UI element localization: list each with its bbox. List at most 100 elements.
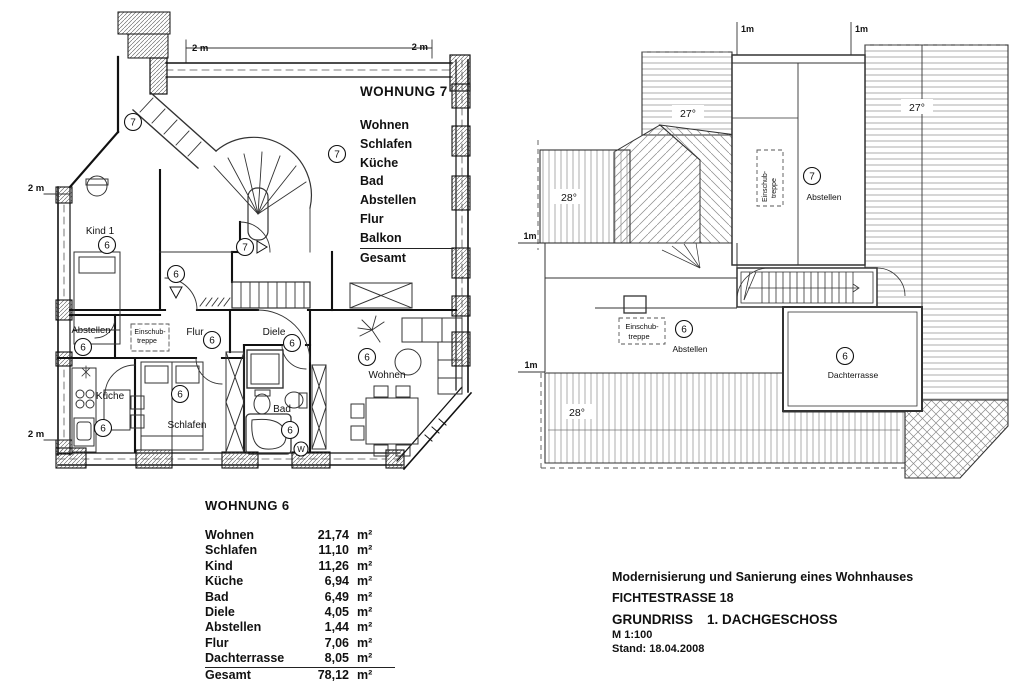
- roof-turret: [613, 124, 737, 244]
- svg-text:6: 6: [173, 270, 179, 281]
- room-label-diele: Diele: [263, 327, 286, 338]
- area-row: Wohnen 21,74 m²: [205, 528, 373, 542]
- unit-markers: 7 7 6 6 7 6 6 6: [73, 112, 855, 457]
- unit-marker-7-room: 7: [327, 144, 347, 164]
- threshold-ticks: [199, 297, 231, 307]
- dim-2m-top-left: 2 m: [192, 43, 208, 54]
- apartment6-area-table: WOHNUNG 6 Wohnen 21,74 m² Schlafen 11,10…: [205, 498, 395, 683]
- bed-schlafen: [140, 361, 204, 451]
- apartment7-legend: WOHNUNG 7 Wohnen Schlafen Küche Bad Abst…: [360, 84, 480, 267]
- dimension-marks-floor: [43, 39, 433, 441]
- apartment7-title: WOHNUNG 7: [360, 84, 448, 99]
- room-label-wohnen: Wohnen: [368, 370, 405, 381]
- roof-label-abstellen6: Abstellen: [673, 344, 708, 354]
- angle-28-left: 28°: [561, 192, 577, 204]
- area-row: Flur 7,06 m²: [205, 635, 373, 650]
- drawing-scale: M 1:100: [612, 629, 653, 641]
- area-row: Abstellen 1,44 m²: [205, 620, 373, 635]
- area-total-row: Gesamt 78,12 m²: [205, 667, 373, 682]
- dim-1m-left-upper: 1m: [523, 231, 536, 241]
- area-row: Schlafen 11,10 m²: [205, 543, 373, 558]
- svg-text:6: 6: [842, 352, 848, 363]
- living-furniture: [350, 315, 463, 457]
- svg-text:6: 6: [364, 353, 370, 364]
- room-label-kueche: Küche: [96, 391, 125, 402]
- svg-text:6: 6: [209, 336, 215, 347]
- closet-x-schlafen: [225, 351, 245, 453]
- apartment7-room: Schlafen: [360, 136, 413, 151]
- unit-marker-6-roof-abstellen: 6: [674, 319, 694, 339]
- unit-marker-6-flur: 6: [202, 330, 222, 350]
- unit-marker-6-diele: 6: [282, 333, 302, 353]
- apartment7-total: Gesamt: [360, 250, 406, 265]
- dimension-marks-roof: [518, 22, 852, 373]
- bath-fixtures: [245, 349, 308, 455]
- svg-text:6: 6: [287, 426, 293, 437]
- roof-bottom-block: [540, 372, 906, 469]
- unit-marker-7-roof: 7: [802, 166, 822, 186]
- room-label-kind1: Kind 1: [86, 226, 115, 237]
- apartment7-room: Küche: [360, 155, 399, 170]
- svg-text:7: 7: [130, 118, 136, 129]
- roof-einschub-2: treppe: [628, 332, 649, 341]
- apartment6-title: WOHNUNG 6: [205, 498, 290, 513]
- roof-label-abstellen7: Abstellen: [807, 192, 842, 202]
- unit-marker-6-abstellen: 6: [73, 337, 93, 357]
- unit-marker-6-kind1: 6: [97, 235, 117, 255]
- dim-2m-left-upper: 2 m: [28, 183, 44, 194]
- svg-text:7: 7: [809, 172, 815, 183]
- dim-1m-top-left: 1m: [741, 24, 754, 34]
- unit-marker-7-entry: 7: [123, 112, 143, 132]
- room-label-bad: Bad: [273, 404, 291, 415]
- unit-marker-6-schlafen: 6: [170, 384, 190, 404]
- room-label-abstellen: Abstellen: [71, 325, 110, 336]
- room-label-schlafen: Schlafen: [168, 420, 207, 431]
- svg-text:6: 6: [104, 241, 110, 252]
- washer-marker: W: [293, 441, 309, 457]
- apartment7-room: Bad: [360, 174, 384, 189]
- area-row: Kind 11,26 m²: [205, 558, 373, 573]
- svg-text:7: 7: [334, 150, 340, 161]
- area-row: Küche 6,94 m²: [205, 574, 373, 589]
- dim-2m-top-right: 2 m: [412, 42, 428, 53]
- area-row: Bad 6,49 m²: [205, 589, 373, 604]
- svg-text:W: W: [297, 445, 305, 454]
- project-address: FICHTESTRASSE 18: [612, 591, 734, 605]
- angle-28-bottom: 28°: [569, 407, 585, 419]
- roof-right-strip: [864, 44, 1009, 479]
- dim-1m-left-lower: 1m: [524, 360, 537, 370]
- closet-x-livingwall: [349, 282, 413, 309]
- unit-marker-6-wohnen: 6: [357, 347, 377, 367]
- room-label-flur: Flur: [186, 327, 204, 338]
- angle-27-top: 27°: [680, 108, 696, 120]
- angle-label-bg: [554, 99, 933, 419]
- room-abstellen6: [544, 242, 738, 372]
- svg-text:6: 6: [177, 390, 183, 401]
- wall-top-window-band: [117, 11, 471, 95]
- svg-text:6: 6: [80, 343, 86, 354]
- apartment7-room: Balkon: [360, 229, 454, 249]
- dim-2m-left-lower: 2 m: [28, 429, 44, 440]
- apartment7-room: Flur: [360, 211, 384, 226]
- area-row: Diele 4,05 m²: [205, 605, 373, 620]
- title-block: Modernisierung und Sanierung eines Wohnh…: [612, 570, 942, 655]
- labels: Kind 1 Abstellen Küche Schlafen Bad Diel…: [28, 24, 925, 440]
- einschubtreppe-box-floor: [130, 323, 170, 352]
- einschubtreppe-label-2: treppe: [137, 338, 157, 345]
- svg-text:6: 6: [681, 325, 687, 336]
- room-abstellen7: [731, 54, 866, 266]
- mid-stair: [231, 281, 311, 309]
- roof-top-left: [641, 51, 733, 136]
- project-title: Modernisierung und Sanierung eines Wohnh…: [612, 570, 914, 584]
- wall-left-band: [55, 55, 120, 456]
- unit-marker-7-door: 7: [235, 237, 268, 257]
- stairwell: [132, 92, 312, 253]
- dim-1m-top-right: 1m: [855, 24, 868, 34]
- kitchen-fixtures: [71, 365, 145, 453]
- roof-label-dachterrasse: Dachterrasse: [828, 370, 879, 380]
- area-row: Dachterrasse 8,05 m²: [205, 651, 395, 668]
- floor-plan: [43, 11, 473, 471]
